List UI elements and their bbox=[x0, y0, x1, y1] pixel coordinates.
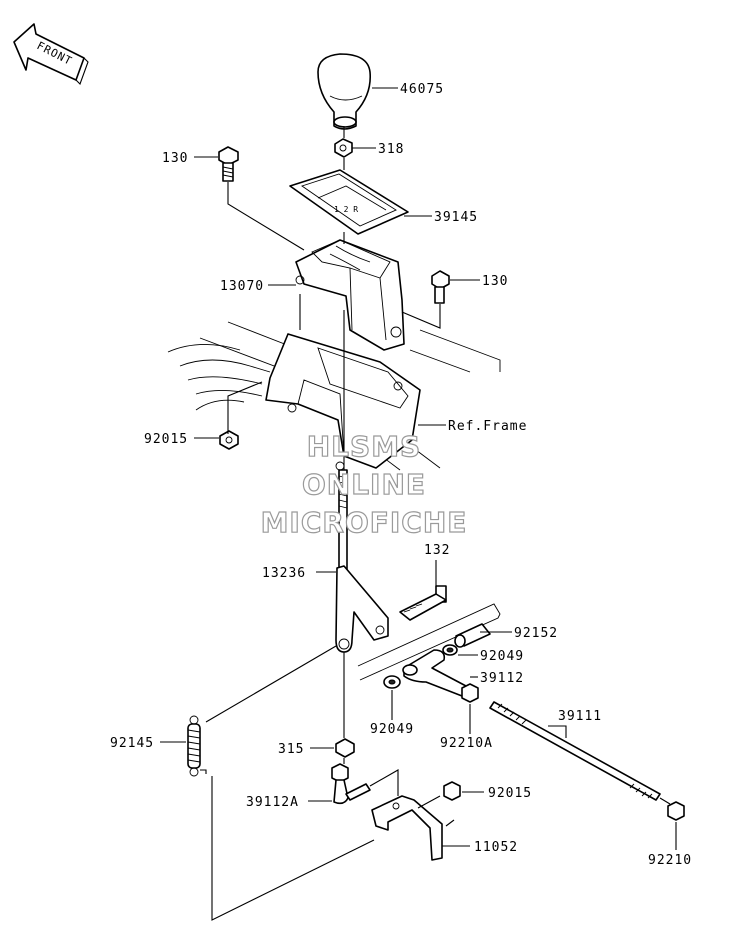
nut-315 bbox=[335, 738, 355, 758]
callout-92152: 92152 bbox=[514, 626, 558, 641]
subassembly-plane bbox=[357, 603, 501, 681]
callout-130-left: 130 bbox=[162, 151, 188, 166]
callout-39112A: 39112A bbox=[246, 795, 299, 810]
bracket-11052 bbox=[371, 795, 443, 861]
bolt-132 bbox=[399, 585, 447, 621]
callout-92015-right: 92015 bbox=[488, 786, 532, 801]
callout-46075: 46075 bbox=[400, 82, 444, 97]
callout-92049-lower: 92049 bbox=[370, 722, 414, 737]
nut-318 bbox=[334, 138, 353, 158]
shift-gate-plate: 1 2 R bbox=[289, 169, 409, 235]
callout-39112: 39112 bbox=[480, 671, 524, 686]
watermark-line2: ONLINE bbox=[302, 468, 426, 501]
nut-92015-left bbox=[219, 430, 239, 450]
front-arrow: FRONT bbox=[13, 23, 89, 85]
nut-92210 bbox=[667, 801, 685, 821]
bolt-130-left bbox=[218, 146, 239, 182]
watermark: HLSMS ONLINE MICROFICHE bbox=[260, 429, 468, 539]
shift-lever bbox=[335, 469, 389, 653]
callout-92049-upper: 92049 bbox=[480, 649, 524, 664]
callout-39111: 39111 bbox=[558, 709, 602, 724]
nut-92210A bbox=[461, 683, 479, 703]
callout-13236: 13236 bbox=[262, 566, 306, 581]
frame-outline bbox=[167, 321, 501, 471]
callout-132: 132 bbox=[424, 543, 450, 558]
return-spring bbox=[187, 715, 201, 777]
shift-rod bbox=[489, 701, 661, 801]
callout-92210: 92210 bbox=[648, 853, 692, 868]
callout-92145: 92145 bbox=[110, 736, 154, 751]
callout-92210A: 92210A bbox=[440, 736, 493, 751]
watermark-line3: MICROFICHE bbox=[261, 506, 468, 539]
callout-130-right: 130 bbox=[482, 274, 508, 289]
callout-318: 318 bbox=[378, 142, 404, 157]
callout-ref-frame: Ref.Frame bbox=[448, 419, 527, 434]
nut-92015-right bbox=[443, 781, 461, 801]
watermark-line1: HLSMS bbox=[307, 430, 421, 463]
leader-lines bbox=[160, 87, 677, 921]
callout-315: 315 bbox=[278, 742, 304, 757]
callout-39145: 39145 bbox=[434, 210, 478, 225]
collar-92152 bbox=[454, 623, 491, 648]
washer-92049-lower bbox=[383, 675, 401, 689]
bolt-130-right bbox=[431, 270, 450, 304]
svg-text:1 2 R: 1 2 R bbox=[334, 205, 358, 214]
callout-92015-left: 92015 bbox=[144, 432, 188, 447]
shift-knob bbox=[317, 53, 372, 130]
washer-92049-upper bbox=[442, 644, 458, 656]
callout-13070: 13070 bbox=[220, 279, 264, 294]
ball-joint bbox=[331, 763, 371, 805]
callout-11052: 11052 bbox=[474, 840, 518, 855]
callout-labels: 46075 318 130 39145 130 13070 92015 Ref.… bbox=[110, 82, 692, 868]
shifter-housing bbox=[295, 239, 405, 351]
